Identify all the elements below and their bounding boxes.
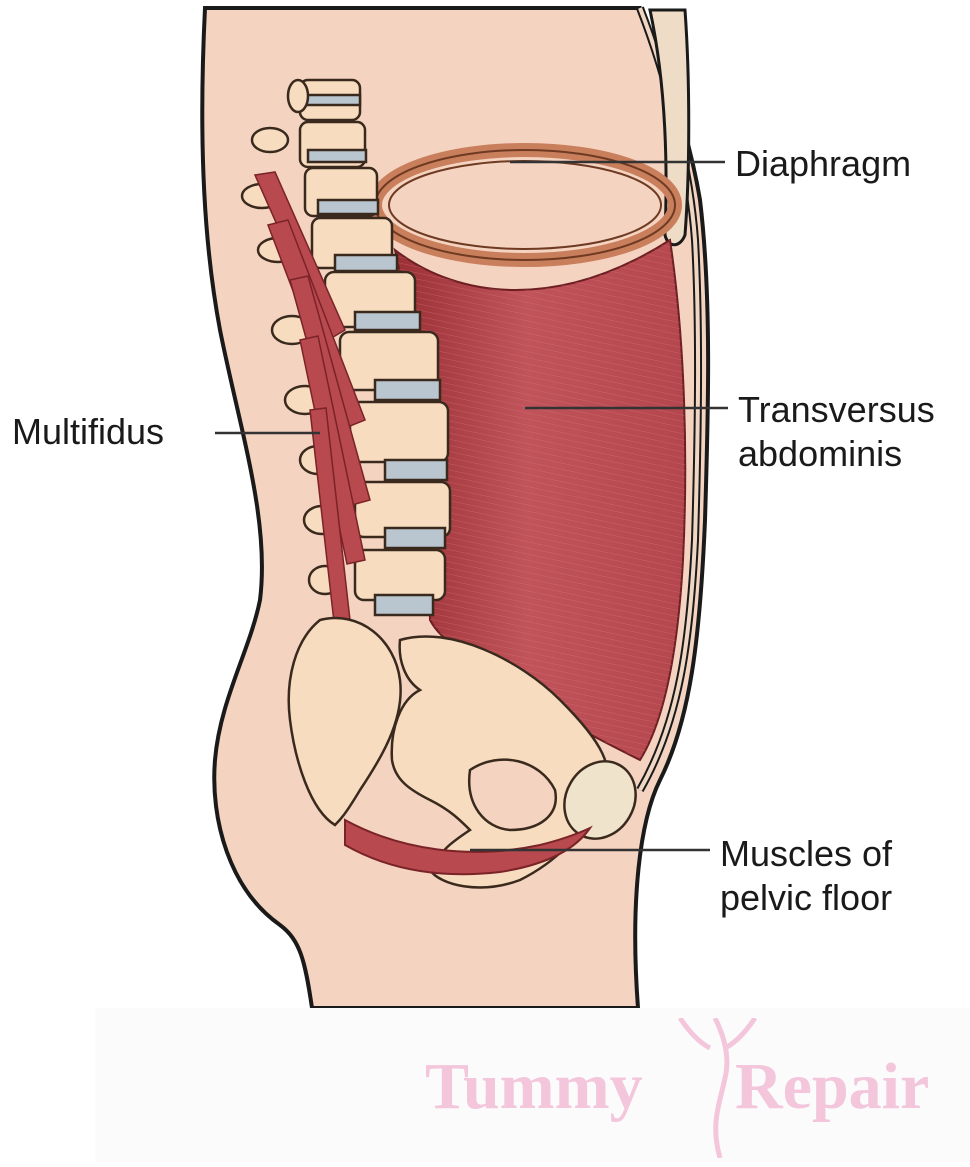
watermark-word-tummy: Tummy: [425, 1050, 643, 1123]
label-diaphragm: Diaphragm: [735, 142, 911, 186]
label-transversus-abdominis: Transversus abdominis: [738, 388, 935, 476]
label-multifidus: Multifidus: [12, 410, 164, 454]
label-pelvic-line2: pelvic floor: [720, 876, 892, 920]
tummy-repair-watermark-logo: Tummy Repair: [425, 1018, 970, 1158]
watermark-word-repair: Repair: [735, 1050, 929, 1123]
watermark-figure-icon: [715, 1018, 727, 1158]
label-transversus-line2: abdominis: [738, 432, 935, 476]
label-pelvic-line1: Muscles of: [720, 832, 892, 876]
label-pelvic-floor: Muscles of pelvic floor: [720, 832, 892, 920]
label-transversus-line1: Transversus: [738, 388, 935, 432]
